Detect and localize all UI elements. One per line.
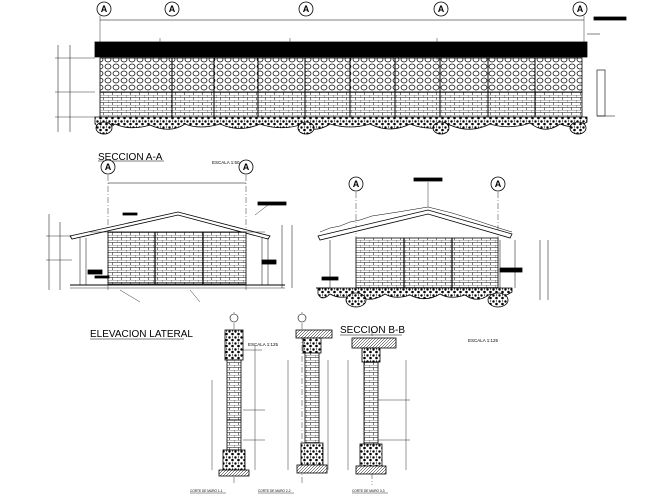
section-aa-scale: ESCALA 1:50 bbox=[212, 160, 240, 165]
axis-marker: A bbox=[433, 1, 449, 17]
section-aa-title: SECCION A-A bbox=[98, 152, 163, 163]
svg-text:A: A bbox=[577, 4, 584, 14]
detail-title-2: CORTE DE MURO 2-2 bbox=[258, 489, 291, 493]
svg-text:A: A bbox=[243, 162, 250, 172]
section-bb-scale: ESCALA 1:125 bbox=[468, 338, 499, 343]
svg-text:A: A bbox=[101, 4, 108, 14]
axis-marker: A bbox=[100, 159, 116, 175]
lateral-elevation-scale: ESCALA 1:125 bbox=[248, 342, 279, 347]
section-bb-title: SECCION B-B bbox=[340, 325, 405, 336]
lateral-elevation-drawing bbox=[55, 16, 627, 135]
detail-title-3: CORTE DE MURO 3-3 bbox=[352, 489, 385, 493]
svg-text:A: A bbox=[105, 162, 112, 172]
svg-text:A: A bbox=[169, 4, 176, 14]
axis-marker: A bbox=[164, 1, 180, 17]
wall-section-detail-3 bbox=[347, 330, 410, 485]
axis-marker: A bbox=[238, 159, 254, 175]
wall-section-detail-1 bbox=[211, 312, 265, 485]
section-aa-drawing bbox=[46, 175, 293, 303]
axis-marker: A bbox=[572, 1, 588, 17]
svg-text:A: A bbox=[495, 179, 502, 189]
section-bb-drawing bbox=[316, 177, 549, 308]
axis-marker: A bbox=[490, 176, 506, 192]
svg-text:A: A bbox=[303, 4, 310, 14]
svg-text:A: A bbox=[353, 179, 360, 189]
axis-markers-top: A A A A A bbox=[96, 1, 588, 17]
axis-marker: A bbox=[96, 1, 112, 17]
detail-title-1: CORTE DE MURO 1-1 bbox=[190, 489, 223, 493]
wall-section-detail-2 bbox=[287, 312, 333, 485]
lateral-elevation-title: ELEVACION LATERAL bbox=[90, 329, 193, 340]
axis-marker: A bbox=[348, 176, 364, 192]
svg-text:A: A bbox=[438, 4, 445, 14]
axis-marker: A bbox=[298, 1, 314, 17]
